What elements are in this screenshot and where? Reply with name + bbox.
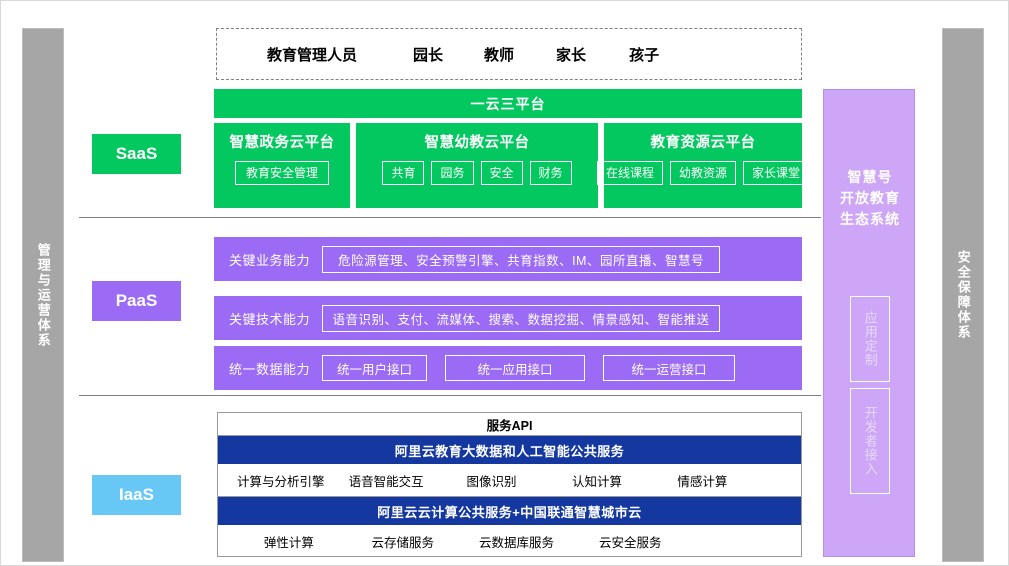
paas-business-capability-row: 关键业务能力 危险源管理、安全预警引擎、共育指数、IM、园所直播、智慧号: [214, 237, 802, 281]
management-operations-pillar: 管理与运营体系: [22, 28, 64, 562]
platform-module[interactable]: 幼教资源: [670, 161, 737, 186]
paas-interface-box[interactable]: 统一应用接口: [445, 355, 586, 381]
platform-title: 智慧幼教云平台: [424, 135, 530, 151]
iaas-item: 图像识别: [466, 474, 517, 489]
platform-module[interactable]: 教育安全管理: [234, 161, 329, 186]
platform-module[interactable]: 共育: [382, 161, 425, 186]
user-roles-group: 教育管理人员 园长 教师 家长 孩子: [216, 28, 802, 80]
platform-card: 教育资源云平台 在线课程 幼教资源 家长课堂: [596, 123, 810, 208]
layer-badge-saas: SaaS: [92, 134, 181, 174]
paas-row-label: 关键业务能力: [229, 252, 311, 268]
ecosystem-box[interactable]: 应用定制: [850, 296, 890, 382]
paas-row-content: 危险源管理、安全预警引擎、共育指数、IM、园所直播、智慧号: [322, 245, 721, 273]
iaas-item: 情感计算: [677, 474, 728, 489]
iaas-block-header: 阿里云教育大数据和人工智能公共服务: [218, 436, 801, 464]
role-item: 孩子: [629, 46, 660, 64]
platform-module[interactable]: 在线课程: [596, 161, 663, 186]
pillar-left-label: 管理与运营体系: [35, 242, 51, 348]
platform-modules: 共育 园务 安全 财务: [382, 161, 572, 186]
one-cloud-three-platforms-banner: 一云三平台: [214, 89, 802, 118]
pillar-right-label: 安全保障体系: [955, 250, 971, 340]
security-assurance-pillar: 安全保障体系: [942, 28, 984, 562]
saas-platform-row: 智慧政务云平台 教育安全管理 智慧幼教云平台 共育 园务 安全 财务 教育资源云…: [214, 123, 810, 208]
paas-row-content: 语音识别、支付、流媒体、搜索、数据挖掘、情景感知、智能推送: [322, 304, 721, 332]
role-item: 园长: [413, 46, 444, 64]
ecosystem-box-label: 开发者接入: [862, 406, 878, 476]
iaas-stack: 服务API 阿里云教育大数据和人工智能公共服务 计算与分析引擎 语音智能交互 图…: [217, 412, 802, 557]
iaas-item: 云存储服务: [371, 536, 434, 550]
iaas-item: 云安全服务: [599, 536, 662, 550]
ecosystem-box[interactable]: 开发者接入: [850, 388, 890, 494]
paas-row-label: 统一数据能力: [229, 361, 311, 377]
iaas-item: 语音智能交互: [348, 474, 424, 489]
platform-title: 智慧政务云平台: [229, 135, 335, 151]
role-item: 教师: [484, 46, 515, 64]
layer-badge-paas: PaaS: [92, 281, 181, 321]
role-item: 家长: [556, 46, 587, 64]
platform-modules: 在线课程 幼教资源 家长课堂: [596, 161, 810, 186]
iaas-block-header: 阿里云云计算公共服务+中国联通智慧城市云: [218, 497, 801, 525]
paas-interface-box[interactable]: 统一运营接口: [603, 355, 736, 381]
paas-data-capability-row: 统一数据能力 统一用户接口 统一应用接口 统一运营接口: [214, 346, 802, 390]
paas-interface-box[interactable]: 统一用户接口: [322, 355, 428, 381]
platform-module[interactable]: 安全: [480, 161, 523, 186]
iaas-item: 云数据库服务: [478, 536, 554, 550]
paas-technical-capability-row: 关键技术能力 语音识别、支付、流媒体、搜索、数据挖掘、情景感知、智能推送: [214, 296, 802, 340]
ecosystem-title: 智慧号开放教育生态系统: [824, 167, 916, 230]
divider-paas-iaas: [79, 395, 821, 396]
platform-card: 智慧幼教云平台 共育 园务 安全 财务: [356, 123, 598, 208]
layer-badge-iaas: IaaS: [92, 475, 181, 515]
open-education-ecosystem-column: 智慧号开放教育生态系统 应用定制 开发者接入: [823, 89, 915, 557]
iaas-item: 认知计算: [571, 474, 622, 489]
platform-modules: 教育安全管理: [234, 161, 329, 186]
divider-saas-paas: [79, 217, 821, 218]
ecosystem-title-line: 智慧号: [847, 169, 893, 185]
ecosystem-title-line: 开放教育: [840, 190, 900, 206]
service-api-header: 服务API: [218, 413, 801, 436]
platform-title: 教育资源云平台: [650, 135, 756, 151]
platform-module[interactable]: 家长课堂: [743, 161, 810, 186]
platform-module[interactable]: 财务: [529, 161, 572, 186]
ecosystem-title-line: 生态系统: [840, 211, 900, 227]
platform-module[interactable]: 园务: [431, 161, 474, 186]
paas-row-label: 关键技术能力: [229, 311, 311, 327]
iaas-item: 弹性计算: [263, 536, 314, 550]
iaas-item-row: 计算与分析引擎 语音智能交互 图像识别 认知计算 情感计算: [218, 464, 801, 497]
iaas-item-row: 弹性计算 云存储服务 云数据库服务 云安全服务: [218, 525, 801, 558]
platform-card: 智慧政务云平台 教育安全管理: [214, 123, 350, 208]
ecosystem-box-label: 应用定制: [862, 311, 878, 367]
role-item: 教育管理人员: [267, 46, 358, 64]
iaas-item: 计算与分析引擎: [236, 474, 325, 489]
